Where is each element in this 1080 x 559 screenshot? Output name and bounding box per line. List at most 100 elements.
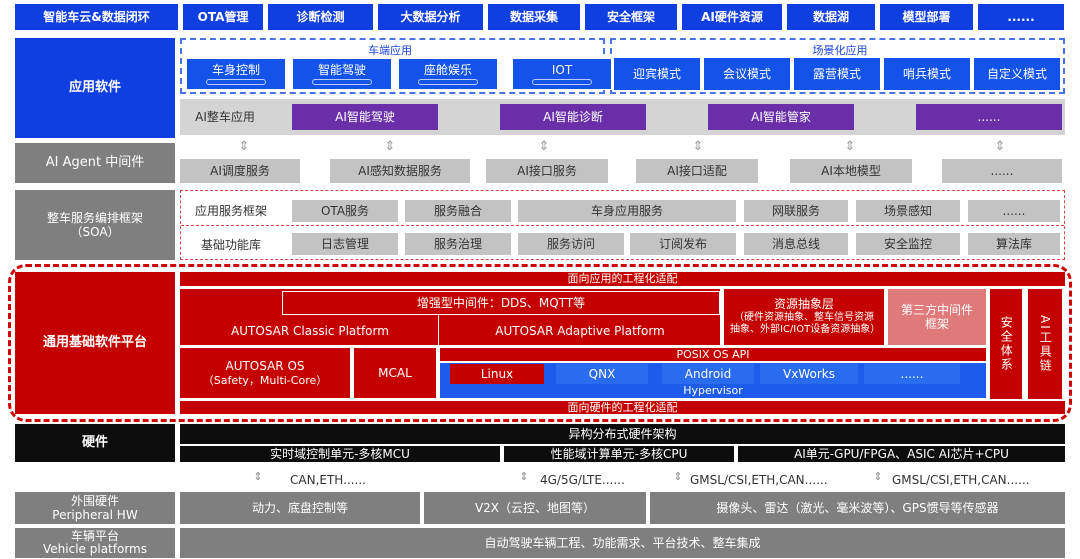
ai-row-label: AI整车应用 xyxy=(195,109,255,124)
top-nav-item: AI硬件资源 xyxy=(682,4,782,30)
peripheral-label-cn: 外围硬件 xyxy=(70,493,119,508)
mcal: MCAL xyxy=(354,348,436,398)
bus-arrow-4: ⇕ xyxy=(873,470,883,484)
os-0: Linux xyxy=(450,364,544,384)
soa-divider xyxy=(181,225,1064,226)
platform-top-banner: 面向应用的工程化适配 xyxy=(180,272,1065,286)
ai-toolchain: AI工具链 xyxy=(1028,289,1062,399)
top-nav-item: 大数据分析 xyxy=(378,4,483,30)
autosar-os-title: AUTOSAR OS xyxy=(225,359,305,374)
top-nav-item: 数据湖 xyxy=(787,4,875,30)
soa-row1-item-2: 车身应用服务 xyxy=(518,200,736,222)
autosar-os: AUTOSAR OS （Safety，Multi-Core） xyxy=(180,348,350,398)
resource-layer-title: 资源抽象层 xyxy=(773,297,834,312)
agent-item-4: AI本地模型 xyxy=(790,159,912,183)
scene-app-2: 露营模式 xyxy=(794,58,880,90)
hardware-arch: 异构分布式硬件架构 xyxy=(180,424,1065,444)
updown-arrow-icon: ⇕ xyxy=(994,139,1006,155)
hypervisor-label: Hypervisor xyxy=(683,384,743,398)
updown-arrow-icon: ⇕ xyxy=(384,139,396,155)
top-nav-item: 模型部署 xyxy=(880,4,973,30)
ai-app-0: AI智能驾驶 xyxy=(292,104,438,130)
third-party-framework: 第三方中间件框架 xyxy=(888,289,986,345)
resource-layer-desc: （硬件资源抽象、整车信号资源抽象、外部IC/IOT设备资源抽象） xyxy=(730,311,881,336)
soa-row1-label: 应用服务框架 xyxy=(194,203,267,218)
agent-item-0: AI调度服务 xyxy=(180,159,300,183)
agent-item-1: AI感知数据服务 xyxy=(330,159,470,183)
top-nav-item: 智能车云&数据闭环 xyxy=(15,4,178,30)
ai-app-1: AI智能诊断 xyxy=(500,104,646,130)
top-nav-item: OTA管理 xyxy=(183,4,263,30)
top-nav-item: 诊断检测 xyxy=(268,4,373,30)
vehicle-app-0: 车身控制 xyxy=(186,58,286,90)
os-3: VxWorks xyxy=(760,364,858,384)
hardware-mcu: 实时域控制单元-多核MCU xyxy=(180,446,500,462)
platform-label: 通用基础软件平台 xyxy=(15,272,175,414)
soa-row1-item-1: 服务融合 xyxy=(405,200,511,222)
app-line-icon xyxy=(312,79,372,86)
peripheral-label: 外围硬件 Peripheral HW xyxy=(15,492,175,524)
peripheral-sensors: 摄像头、雷达（激光、毫米波等）、GPS惯导等传感器 xyxy=(650,492,1065,524)
autosar-adaptive: AUTOSAR Adaptive Platform xyxy=(495,324,665,339)
soa-row1-item-3: 网联服务 xyxy=(744,200,848,222)
soa-row1-item-5: ...... xyxy=(968,200,1060,222)
bus-label-2: 4G/5G/LTE...... xyxy=(540,472,625,487)
vehicle-app-label: 车身控制 xyxy=(211,62,260,77)
soa-row1-item-4: 场景感知 xyxy=(856,200,960,222)
bus-label-1: CAN,ETH...... xyxy=(290,472,366,487)
posix-api: POSIX OS API xyxy=(440,348,986,361)
updown-arrow-icon: ⇕ xyxy=(692,139,704,155)
autosar-divider xyxy=(438,315,439,345)
os-1: QNX xyxy=(556,364,648,384)
updown-arrow-icon: ⇕ xyxy=(538,139,550,155)
soa-row2-item-2: 服务访问 xyxy=(518,233,624,255)
vehicle-app-label: 智能驾驶 xyxy=(317,62,366,77)
vehicle-app-label: IOT xyxy=(551,62,573,77)
vehicle-app-1: 智能驾驶 xyxy=(292,58,392,90)
ai-app-2: AI智能管家 xyxy=(708,104,854,130)
agent-label: AI Agent 中间件 xyxy=(15,143,175,183)
bus-label-4: GMSL/CSI,ETH,CAN...... xyxy=(892,472,1030,487)
resource-layer: 资源抽象层 （硬件资源抽象、整车信号资源抽象、外部IC/IOT设备资源抽象） xyxy=(724,289,884,345)
vehicle-app-3: IOT xyxy=(512,58,612,90)
vehicle-label-en: Vehicle platforms xyxy=(43,542,147,556)
platform-frame xyxy=(8,264,1072,422)
vehicle-desc: 自动驾驶车辆工程、功能需求、平台技术、整车集成 xyxy=(180,528,1065,558)
vehicle-label: 车辆平台 Vehicle platforms xyxy=(15,528,175,558)
scene-app-0: 迎宾模式 xyxy=(614,58,700,90)
hardware-cpu: 性能域计算单元-多核CPU xyxy=(504,446,734,462)
top-nav-item: 数据采集 xyxy=(488,4,580,30)
updown-arrow-icon: ⇕ xyxy=(844,139,856,155)
soa-row2-label: 基础功能库 xyxy=(200,237,261,252)
autosar-classic: AUTOSAR Classic Platform xyxy=(231,324,389,339)
vehicle-apps-title: 车端应用 xyxy=(368,44,412,58)
bus-arrow-2: ⇕ xyxy=(519,470,529,484)
soa-row2-item-1: 服务治理 xyxy=(405,233,511,255)
app-line-icon xyxy=(418,79,478,86)
middleware-bar: 增强型中间件：DDS、MQTT等 xyxy=(282,291,720,315)
agent-item-3: AI接口适配 xyxy=(636,159,758,183)
agent-item-5: ...... xyxy=(942,159,1062,183)
app-line-icon xyxy=(532,79,592,86)
soa-row2-item-3: 订阅发布 xyxy=(630,233,736,255)
scene-app-3: 哨兵模式 xyxy=(884,58,970,90)
hardware-ai: AI单元-GPU/FPGA、ASIC AI芯片+CPU xyxy=(738,446,1065,462)
peripheral-power: 动力、底盘控制等 xyxy=(180,492,420,524)
security-system: 安全体系 xyxy=(990,289,1022,399)
vehicle-label-cn: 车辆平台 xyxy=(70,528,119,543)
bus-arrow-1: ⇕ xyxy=(253,470,263,484)
scene-app-4: 自定义模式 xyxy=(974,58,1060,90)
os-2: Android xyxy=(662,364,754,384)
soa-row2-item-0: 日志管理 xyxy=(292,233,398,255)
soa-row1-item-0: OTA服务 xyxy=(292,200,398,222)
bus-arrow-3: ⇕ xyxy=(673,470,683,484)
vehicle-app-label: 座舱娱乐 xyxy=(423,62,472,77)
soa-frame xyxy=(180,190,1065,260)
agent-item-2: AI接口服务 xyxy=(486,159,608,183)
bus-label-3: GMSL/CSI,ETH,CAN...... xyxy=(690,472,828,487)
scene-apps-title: 场景化应用 xyxy=(812,44,868,58)
soa-row2-item-5: 安全监控 xyxy=(856,233,960,255)
soa-row2-item-4: 消息总线 xyxy=(744,233,848,255)
soa-row2-item-6: 算法库 xyxy=(968,233,1060,255)
peripheral-label-en: Peripheral HW xyxy=(52,508,138,522)
